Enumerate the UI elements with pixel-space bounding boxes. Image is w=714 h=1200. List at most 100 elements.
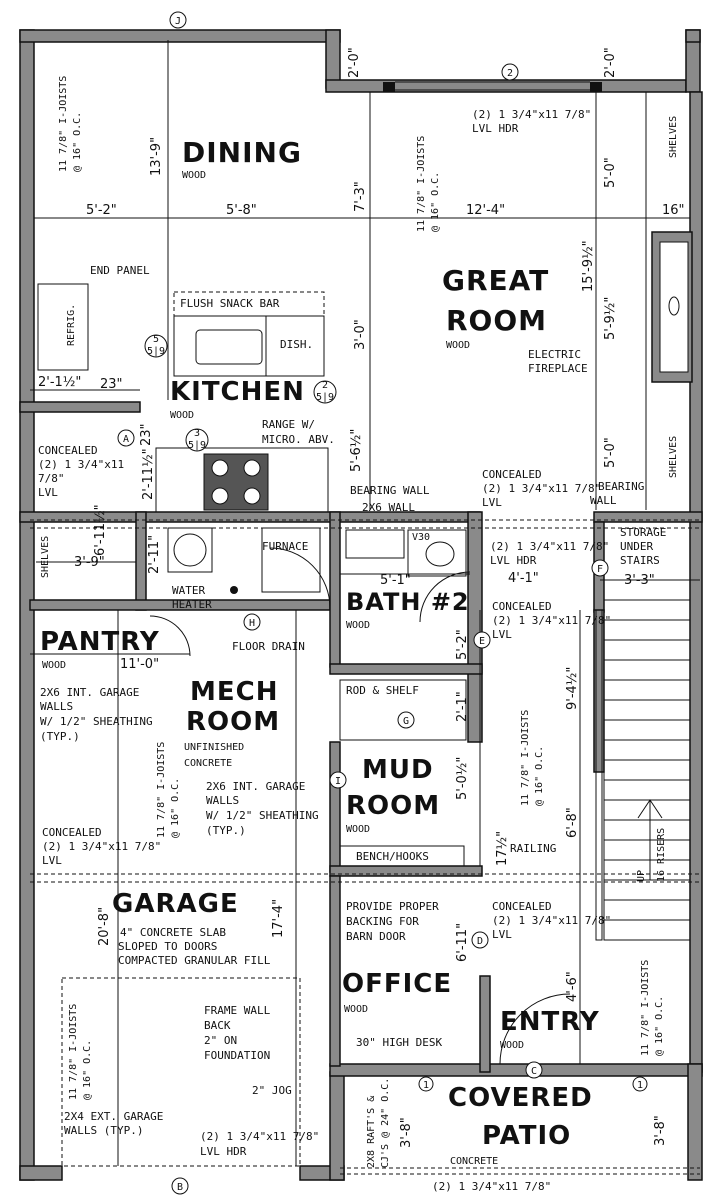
section-marker-a-bottom: 5|9 xyxy=(147,346,165,357)
tag-e: E xyxy=(479,636,485,647)
section-marker-b-top: 2 xyxy=(322,380,328,391)
garage-slab-outline xyxy=(61,977,301,1167)
bench-label: BENCH/HOOKS xyxy=(356,850,429,863)
tag-d: D xyxy=(477,936,483,947)
garage-walls-1b: WALLS xyxy=(40,700,73,713)
snack-bar-label: FLUSH SNACK BAR xyxy=(180,297,280,310)
concealed-bath-2: (2) 1 3/4"x11 7/8" xyxy=(492,614,611,627)
tag-c: C xyxy=(531,1066,537,1077)
frame-wall-4: FOUNDATION xyxy=(204,1049,270,1062)
dim-3-0: 3'-0" xyxy=(353,319,368,350)
section-marker-b-bottom: 5|9 xyxy=(316,392,334,403)
great-floor: WOOD xyxy=(446,340,470,351)
concealed-garage-2: (2) 1 3/4"x11 7/8" xyxy=(42,840,161,853)
staircase xyxy=(595,599,691,941)
dim-5-6h: 5'-6½" xyxy=(349,429,364,472)
bearing-wall-1: BEARING WALL xyxy=(350,484,430,497)
room-patio-2: PATIO xyxy=(482,1121,571,1151)
wall-office-west xyxy=(329,875,341,1067)
wall-bath-west xyxy=(329,511,341,668)
tag-h: H xyxy=(249,618,255,629)
refrig-label: REFRIG. xyxy=(66,304,77,346)
garage-walls-2d: (TYP.) xyxy=(206,824,246,837)
bearing-right-1: BEARING xyxy=(598,480,644,493)
wall-kitchen-pantry xyxy=(19,401,141,413)
water-heater-box xyxy=(167,527,213,573)
ijoist-garage-2: @ 16" O.C. xyxy=(82,1040,93,1100)
wall-patio-left xyxy=(329,1071,345,1181)
range xyxy=(203,453,269,511)
pantry-door-swing xyxy=(149,615,191,657)
tag-a: A xyxy=(123,434,129,445)
wall-patio-right xyxy=(687,1063,703,1181)
ijoist-center-2: @ 16" O.C. xyxy=(430,172,441,232)
stair-outline xyxy=(603,599,691,941)
garage-walls-2a: 2X6 INT. GARAGE xyxy=(206,780,305,793)
shelves-left: SHELVES xyxy=(40,536,51,578)
dim-5-2: 5'-2" xyxy=(86,203,117,218)
tag-b: B xyxy=(177,1182,183,1193)
entry-door-swing xyxy=(499,993,571,1065)
dim-2-1h: 2'-1½" xyxy=(38,375,81,390)
sink xyxy=(195,329,263,365)
closet xyxy=(339,679,467,741)
office-floor: WOOD xyxy=(344,1004,368,1015)
wall-office-east xyxy=(479,975,491,1073)
dim-5-8: 5'-8" xyxy=(226,203,257,218)
bath-floor: WOOD xyxy=(346,620,370,631)
wall-entry-south xyxy=(329,1063,703,1077)
dim-7-3: 7'-3" xyxy=(353,181,368,212)
vanity xyxy=(407,529,467,577)
mech-door-swing xyxy=(269,547,331,609)
stair-railing xyxy=(595,609,603,941)
room-great-2: ROOM xyxy=(446,304,547,337)
slab-3: COMPACTED GRANULAR FILL xyxy=(118,954,271,967)
entry-floor: WOOD xyxy=(500,1040,524,1051)
water-heater-1: WATER xyxy=(172,584,205,597)
dim-6-8: 6'-8" xyxy=(565,807,580,838)
range-2: MICRO. ABV. xyxy=(262,433,335,446)
concealed-left-2: (2) 1 3/4"x11 xyxy=(38,458,124,471)
storage-2: UNDER xyxy=(620,540,653,553)
slab-2: SLOPED TO DOORS xyxy=(118,940,217,953)
lvl-bath-1: (2) 1 3/4"x11 7/8" xyxy=(490,540,609,553)
concealed-mid-1: CONCEALED xyxy=(482,468,542,481)
kitchen-floor: WOOD xyxy=(170,410,194,421)
mud-floor: WOOD xyxy=(346,824,370,835)
lavatory xyxy=(425,541,455,567)
garage-walls-1c: W/ 1/2" SHEATHING xyxy=(40,715,153,728)
room-mech-2: ROOM xyxy=(186,707,280,737)
garage-walls-2b: WALLS xyxy=(206,794,239,807)
concealed-left-4: LVL xyxy=(38,486,58,499)
storage-1: STORAGE xyxy=(620,526,666,539)
dim-2-11h: 2'-11½" xyxy=(141,448,156,500)
dim-17-4: 17'-4" xyxy=(271,899,286,938)
ijoist-stair-2: @ 16" O.C. xyxy=(534,746,545,806)
mech-floor-1: UNFINISHED xyxy=(184,742,244,753)
room-bath: BATH #2 xyxy=(346,588,470,616)
lvl-top-2: LVL HDR xyxy=(472,122,519,135)
wall-bath-east xyxy=(467,511,483,743)
ijoist-dining-2: @ 16" O.C. xyxy=(72,112,83,172)
dim-2-11: 2'-11" xyxy=(147,535,162,574)
mech-floor-2: CONCRETE xyxy=(184,758,232,769)
railing-label: RAILING xyxy=(510,842,556,855)
stair-up-arrow xyxy=(637,799,663,819)
dim-12-4: 12'-4" xyxy=(466,203,505,218)
ijoist-entry-2: @ 16" O.C. xyxy=(654,996,665,1056)
concealed-left-3: 7/8" xyxy=(38,472,65,485)
concealed-mid-3: LVL xyxy=(482,496,502,509)
wall-storage-north xyxy=(593,511,703,523)
lvl-top-1: (2) 1 3/4"x11 7/8" xyxy=(472,108,591,121)
tag-1b: 1 xyxy=(637,1080,643,1091)
concealed-bath-3: LVL xyxy=(492,628,512,641)
bearing-wall-2: 2X6 WALL xyxy=(362,501,415,514)
dim-23a: 23" xyxy=(100,377,123,392)
end-panel: END PANEL xyxy=(90,264,150,277)
furnace-label: FURNACE xyxy=(262,540,308,553)
dim-5-0-mid: 5'-0" xyxy=(603,437,618,468)
dim-23b: 23" xyxy=(139,423,154,446)
concealed-bath-1: CONCEALED xyxy=(492,600,552,613)
dim-11-0: 11'-0" xyxy=(120,657,159,672)
